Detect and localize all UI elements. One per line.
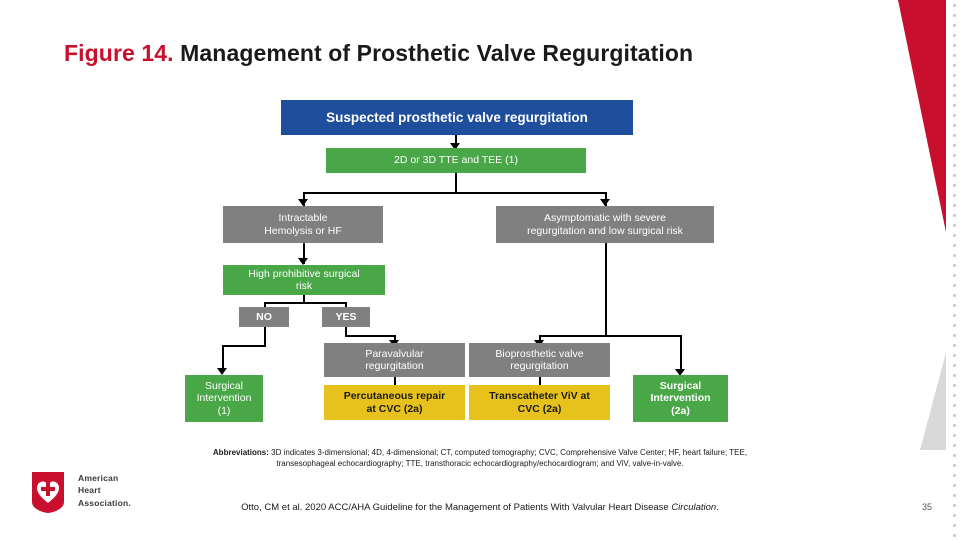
connector-yes-down — [345, 327, 347, 336]
node-paravalvular-regurgitation[interactable]: Paravalvular regurgitation — [324, 343, 465, 377]
figure-label: Figure 14. — [64, 40, 174, 66]
aha-logo-line-3: Association. — [78, 497, 131, 508]
aha-logo: American Heart Association. — [26, 468, 176, 516]
connector-yes-to-paravalvular — [394, 335, 396, 343]
arrowhead-surgical-2a — [675, 369, 685, 376]
node-high-prohibitive-surgical-risk[interactable]: High prohibitive surgical risk — [223, 265, 385, 295]
connector-to-surgical-2a — [680, 335, 682, 373]
arrowhead-surgical-1 — [217, 368, 227, 375]
connector-imaging-down — [455, 173, 457, 193]
aha-heart-torch-icon — [32, 472, 64, 513]
citation-pre: Otto, CM et al. 2020 ACC/AHA Guideline f… — [241, 502, 672, 513]
node-imaging-tte-tee[interactable]: 2D or 3D TTE and TEE (1) — [326, 148, 586, 173]
node-surgical-intervention-2a[interactable]: Surgical Intervention (2a) — [633, 375, 728, 422]
connector-split-horizontal — [303, 192, 607, 194]
node-suspected-prosthetic-valve-regurgitation[interactable]: Suspected prosthetic valve regurgitation — [281, 100, 633, 135]
connector-no-down — [264, 327, 266, 347]
connector-paravalvular-to-percutaneous — [394, 377, 396, 385]
connector-to-bioprosthetic — [539, 335, 541, 343]
connector-asymptomatic-split — [539, 335, 681, 337]
node-no[interactable]: NO — [239, 307, 289, 327]
node-percutaneous-repair-cvc[interactable]: Percutaneous repair at CVC (2a) — [324, 385, 465, 420]
citation: Otto, CM et al. 2020 ACC/AHA Guideline f… — [200, 502, 760, 513]
arrowhead-highrisk — [298, 258, 308, 265]
aha-logo-text: American Heart Association. — [78, 472, 131, 509]
connector-no-left — [222, 345, 265, 347]
connector-no-to-surgical — [222, 345, 224, 372]
node-bioprosthetic-valve-regurgitation[interactable]: Bioprosthetic valve regurgitation — [469, 343, 610, 377]
page-number: 35 — [921, 502, 932, 512]
aha-logo-line-2: Heart — [78, 485, 101, 496]
decorative-dots — [948, 0, 958, 540]
connector-to-yes — [345, 302, 347, 307]
connector-bioprosthetic-to-transcatheter — [539, 377, 541, 385]
abbreviations-label: Abbreviations: — [212, 448, 269, 457]
node-yes[interactable]: YES — [322, 307, 370, 327]
connector-noyes-horizontal — [264, 302, 346, 304]
connector-intractable-to-highrisk — [303, 243, 305, 264]
arrowhead-asymptomatic — [600, 199, 610, 206]
node-intractable-hemolysis-or-hf[interactable]: Intractable Hemolysis or HF — [223, 206, 383, 243]
abbreviations: Abbreviations: 3D indicates 3-dimensiona… — [200, 448, 760, 470]
connector-to-no — [264, 302, 266, 307]
decorative-edge-mask — [946, 0, 960, 540]
citation-post: . — [716, 502, 719, 513]
arrowhead-intractable — [298, 199, 308, 206]
abbreviations-text: 3D indicates 3-dimensional; 4D, 4-dimens… — [268, 448, 748, 468]
node-asymptomatic-severe-regurgitation[interactable]: Asymptomatic with severe regurgitation a… — [496, 206, 714, 243]
connector-asymptomatic-down — [605, 240, 607, 336]
title-text: Management of Prosthetic Valve Regurgita… — [180, 40, 694, 66]
connector-suspected-to-imaging — [455, 135, 457, 150]
connector-yes-right — [345, 335, 395, 337]
node-transcatheter-viv-cvc[interactable]: Transcatheter ViV at CVC (2a) — [469, 385, 610, 420]
aha-logo-line-1: American — [78, 473, 119, 483]
page-title: Figure 14. Management of Prosthetic Valv… — [64, 40, 693, 67]
arrowhead-imaging — [450, 143, 460, 150]
node-surgical-intervention-1[interactable]: Surgical Intervention (1) — [185, 375, 263, 422]
connector-highrisk-down — [303, 295, 305, 303]
citation-journal: Circulation — [671, 502, 717, 513]
